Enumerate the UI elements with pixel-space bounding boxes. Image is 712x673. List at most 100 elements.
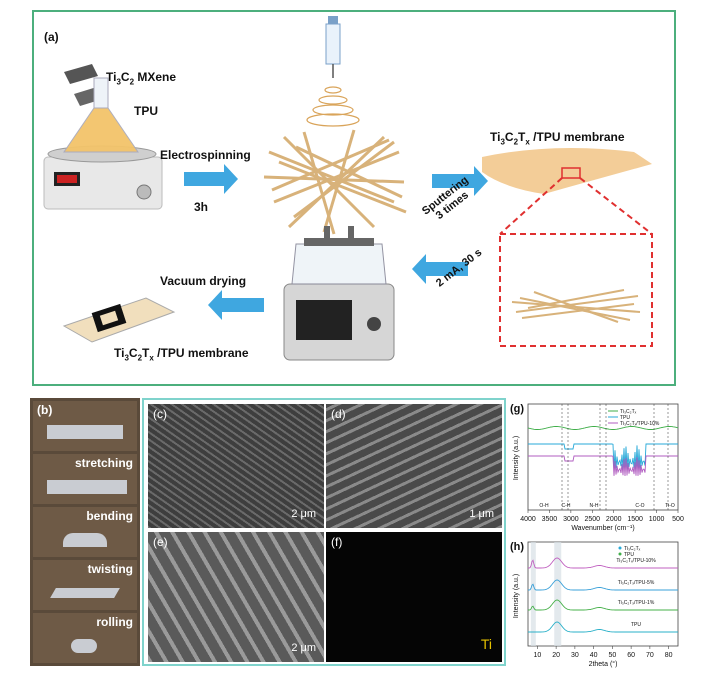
- mxene-text-ti: Ti: [106, 70, 117, 84]
- chart-g-band-label: O-H: [539, 503, 549, 509]
- bending-label: bending: [86, 509, 133, 523]
- chart-h-tick-label: 20: [552, 652, 560, 659]
- chart-h-legend-entry: TPU: [624, 552, 634, 558]
- chart-h-ylabel: Intensity (a.u.): [513, 574, 520, 618]
- chart-g-band-label: Ti-O: [665, 503, 675, 509]
- schematic-drawing: [43, 16, 653, 361]
- zoom-box: [499, 177, 653, 347]
- chart-g-series: [527, 404, 679, 510]
- sem-c-label: (c): [153, 407, 167, 421]
- eds-map-f: (f) Ti: [326, 532, 502, 662]
- tpu-label: TPU: [134, 104, 158, 118]
- fiber-mat-icon: [263, 129, 407, 235]
- syringe-icon: [325, 16, 341, 78]
- membrane-top-tail: /TPU membrane: [529, 130, 625, 144]
- mxene-text-c: C: [120, 70, 130, 84]
- chart-h-series-label: Ti₃C₂Tₓ/TPU-5%: [618, 580, 655, 586]
- chart-g-series-line: [527, 426, 679, 430]
- membrane-sheet-icon: [482, 148, 652, 194]
- chart-g-xlabel: Wavenumber (cm⁻¹): [571, 525, 634, 532]
- membrane-top-sub2: 2: [513, 137, 519, 147]
- photo-panel-b: (b) stretching bending twisting rolling: [30, 398, 140, 666]
- sem-f-label: (f): [331, 535, 343, 549]
- stretching-label: stretching: [74, 456, 133, 470]
- sem-image-c: (c) 2 μm: [148, 404, 324, 528]
- chart-g-panel-label: (g): [510, 403, 524, 415]
- chart-h-tick-label: 80: [665, 652, 673, 659]
- chart-g-band-label: C-O: [635, 503, 644, 509]
- chart-h-series-label: Ti₃C₂Tₓ/TPU-10%: [616, 558, 656, 564]
- chart-g-series-line: [528, 443, 678, 471]
- chart-g-tick-label: 2000: [606, 516, 622, 523]
- chart-h-legend-marker: [618, 552, 622, 556]
- process-arrows: [184, 164, 488, 320]
- chart-h-series-line: [528, 599, 678, 611]
- membrane-bottom-sub3: x: [149, 353, 154, 363]
- chart-h-series: Ti₃C₂Tₓ/TPU-10%Ti₃C₂Tₓ/TPU-5%Ti₃C₂Tₓ/TPU…: [528, 557, 678, 633]
- membrane-label-bottom: Ti3C2Tx /TPU membrane: [114, 346, 249, 362]
- photo-flat: (b): [33, 401, 137, 451]
- chart-g-tick-label: 3500: [542, 516, 558, 523]
- mxene-sub-1: 3: [116, 77, 121, 87]
- membrane-bottom-tail: /TPU membrane: [153, 346, 249, 360]
- mxene-sub-2: 2: [129, 77, 135, 87]
- chart-h-tick-label: 30: [571, 652, 579, 659]
- chart-g-legend-entry: TPU: [620, 415, 630, 421]
- photo-rolling: rolling: [33, 613, 137, 663]
- membrane-top-c: C: [504, 130, 514, 144]
- chart-h-tick-label: 10: [533, 652, 541, 659]
- chart-g-tick-label: 3000: [563, 516, 579, 523]
- sample-strip: [47, 425, 123, 439]
- membrane-top-sub1: 3: [500, 137, 505, 147]
- membrane-label-top: Ti3C2Tx /TPU membrane: [490, 130, 625, 146]
- membrane-top-t: T: [518, 130, 526, 144]
- chart-h-xlabel: 2theta (°): [589, 660, 618, 668]
- chart-g-legend-entry: Ti₃C₂Tₓ/TPU-10%: [620, 421, 660, 427]
- chart-h-tick-label: 40: [590, 652, 598, 659]
- photo-twisting: twisting: [33, 560, 137, 610]
- electrospinning-label: Electrospinning: [160, 148, 251, 162]
- membrane-top-sub3: x: [525, 137, 530, 147]
- sample-roll: [71, 639, 97, 653]
- chart-h-series-label: TPU: [631, 622, 641, 628]
- schematic-panel-a: (a) Ti3C2 MXene TPU Electrospinning 3h T…: [32, 10, 676, 386]
- rolling-label: rolling: [96, 615, 133, 629]
- photo-bending: bending: [33, 507, 137, 557]
- mxene-text-tail: MXene: [134, 70, 177, 84]
- chart-h-tick-label: 70: [646, 652, 654, 659]
- chart-h-series-line: [528, 621, 678, 633]
- membrane-bottom-t: T: [142, 346, 150, 360]
- sample-strip: [47, 480, 127, 494]
- chart-h-frame: [527, 541, 679, 647]
- sem-d-label: (d): [331, 407, 346, 421]
- chart-g-tick-label: 2500: [584, 516, 600, 523]
- chart-g-tick-label: 500: [672, 516, 684, 523]
- mxene-label: Ti3C2 MXene: [106, 70, 176, 86]
- sem-panels: (c) 2 μm (d) 1 μm (e) 2 μm (f) Ti: [142, 398, 506, 666]
- membrane-bottom-sub1: 3: [124, 353, 129, 363]
- chart-g-tick-label: 4000: [520, 516, 536, 523]
- chart-h-panel-label: (h): [510, 541, 524, 553]
- ftir-chart-g: (g) Intensity (a.u.) 4000 3500 3000 2500 200…: [510, 403, 684, 532]
- membrane-bottom-ti: Ti: [114, 346, 125, 360]
- hotplate-icon: [43, 145, 163, 210]
- sem-d-scalebar: 1 μm: [469, 508, 494, 520]
- chart-g-band-label: N-H: [590, 503, 599, 509]
- chart-g-ylabel: Intensity (a.u.): [513, 436, 520, 480]
- chart-h-legend-marker: [618, 546, 622, 550]
- chart-g-frame: [527, 403, 679, 511]
- flask-icon: [63, 77, 139, 153]
- time-label: 3h: [194, 200, 209, 214]
- sputter-machine-icon: [283, 226, 395, 361]
- chart-g-legend-entry: Ti₃C₂Tₓ: [620, 409, 637, 415]
- chart-g-series-line: [528, 455, 678, 477]
- chart-h-highlight-band: [530, 542, 536, 646]
- sem-c-scalebar: 2 μm: [291, 508, 316, 520]
- sensor-icon: [62, 297, 176, 343]
- vacuum-label: Vacuum drying: [160, 274, 247, 288]
